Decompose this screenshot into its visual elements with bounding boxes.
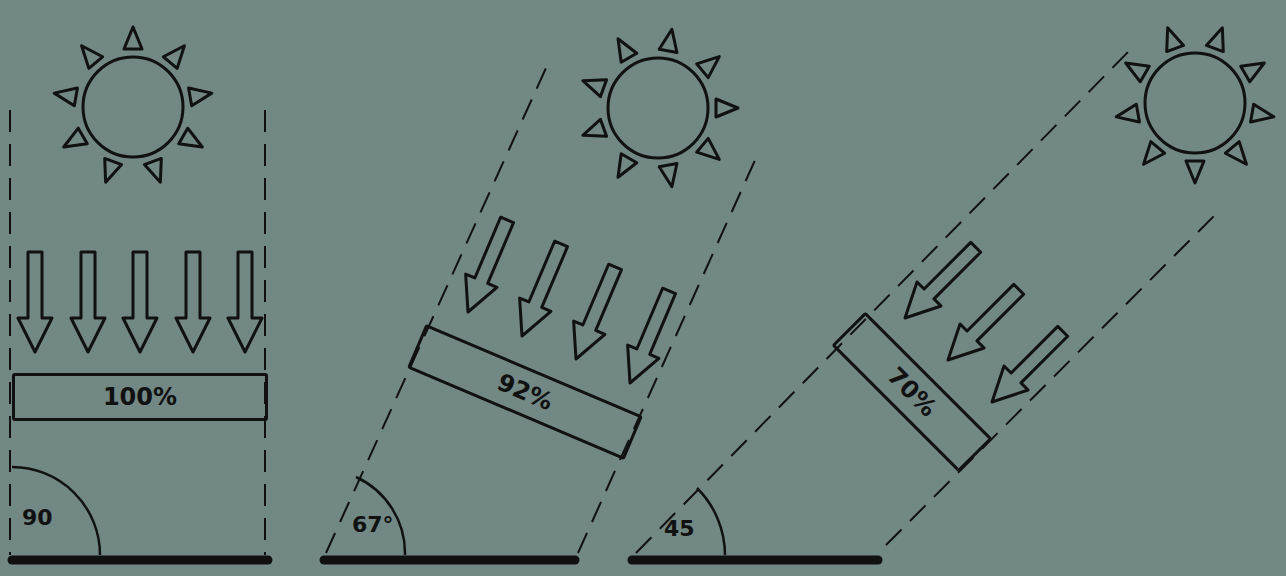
sun-symbol <box>1115 25 1276 183</box>
sun-ray <box>1186 161 1204 183</box>
percentage-text: 70% <box>882 362 942 422</box>
efficiency-panel: 70% <box>831 311 992 472</box>
beam-edge <box>264 110 266 555</box>
sun-ray <box>716 99 738 117</box>
angle-arc <box>697 488 725 555</box>
ground-line <box>12 556 268 565</box>
ground-line <box>324 556 575 565</box>
sun-ray <box>697 50 725 78</box>
sun-ray <box>580 119 607 143</box>
sun-ray <box>610 154 637 182</box>
angle-label: 67° <box>352 512 394 537</box>
sun-ray <box>75 40 103 68</box>
sun-disc <box>608 58 708 158</box>
sun-symbol <box>580 28 738 189</box>
angle-arc <box>12 467 725 555</box>
sun-symbol <box>53 27 214 185</box>
sun-ray <box>697 138 725 166</box>
beam-edge <box>9 110 11 555</box>
sun-ray <box>659 164 681 189</box>
sun-ray <box>189 84 214 106</box>
sunlight-arrow <box>560 260 630 365</box>
sun-disc <box>1145 53 1245 153</box>
sun-ray <box>1121 55 1149 82</box>
beam-edge <box>886 208 1222 545</box>
sun-ray <box>1225 142 1253 170</box>
sun-ray <box>659 28 681 53</box>
percentage-text: 100% <box>103 383 177 411</box>
sunlight-arrow <box>614 284 684 389</box>
sun-ray <box>1159 25 1183 52</box>
efficiency-panel: 100% <box>12 373 268 421</box>
sun-ray <box>53 84 78 106</box>
sun-ray <box>580 72 607 96</box>
sun-ray <box>59 128 87 155</box>
sun-ray <box>1137 142 1165 170</box>
sun-ray <box>163 40 191 68</box>
sun-ray <box>144 158 168 185</box>
sunlight-arrow <box>18 252 52 352</box>
sunlight-arrow <box>980 319 1075 414</box>
sunlight-arrow <box>123 252 157 352</box>
sun-ray <box>1115 104 1140 126</box>
sun-ray <box>1206 25 1230 52</box>
sun-ray <box>1241 55 1269 82</box>
sunlight-arrow <box>452 213 522 318</box>
beam-edge <box>10 52 1222 555</box>
ground-line <box>632 556 878 565</box>
percentage-text: 92% <box>493 368 557 416</box>
efficiency-panel: 92% <box>407 324 643 460</box>
sunlight-arrow <box>176 252 210 352</box>
sun-ray <box>179 128 207 155</box>
sunlight-arrow <box>228 252 262 352</box>
angle-arc <box>12 467 100 555</box>
sun-ray <box>610 34 637 62</box>
sun-disc <box>83 57 183 157</box>
sunlight-arrow <box>71 252 105 352</box>
sunlight-arrow <box>506 237 576 342</box>
sunlight-arrow <box>893 235 988 330</box>
ground-line <box>12 556 878 565</box>
sun-ray <box>124 27 142 49</box>
sun-ray <box>97 158 121 185</box>
beam-edge <box>326 68 546 553</box>
beam-edge <box>636 52 1128 553</box>
angle-label: 90 <box>22 505 53 530</box>
angle-label: 45 <box>664 516 695 541</box>
beam-edge <box>578 158 756 553</box>
sunlight-arrow <box>936 277 1031 372</box>
sun-ray <box>1251 104 1276 126</box>
